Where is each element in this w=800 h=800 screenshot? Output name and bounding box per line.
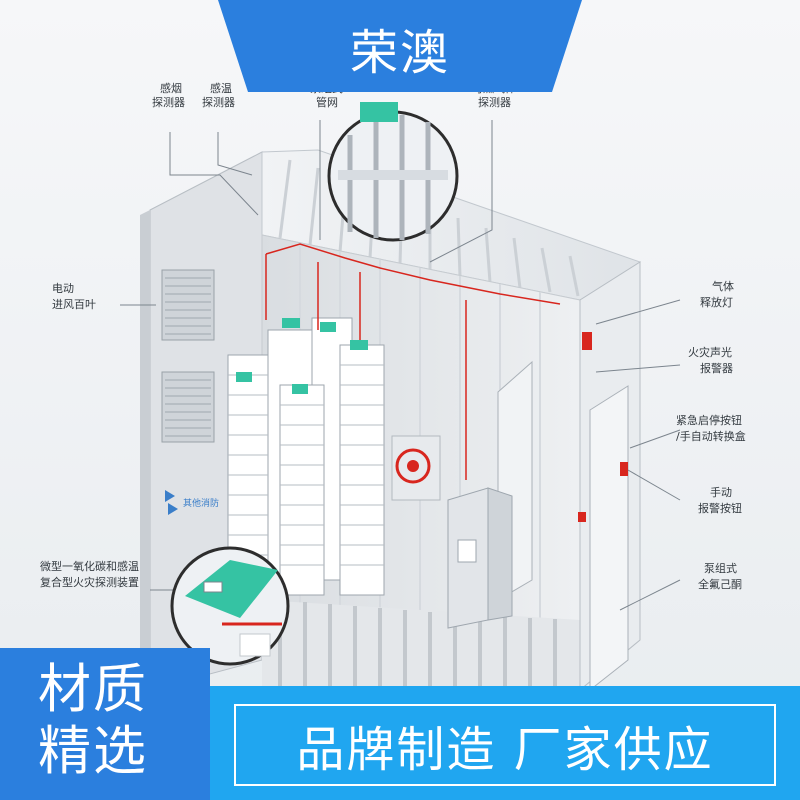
- callout-release-lamp-1: 气体: [712, 279, 734, 293]
- zoom-detail-bottom: [170, 546, 290, 666]
- zoom-detail-top: [327, 102, 459, 242]
- badge-line-1: 材质: [38, 659, 148, 720]
- callout-co-2: 复合型火灾探测装置: [40, 575, 139, 589]
- callout-emergency-2: /手自动转换盒: [676, 429, 746, 443]
- callout-agent-1: 泵组式: [704, 561, 737, 575]
- container-right-wall: [578, 261, 641, 692]
- callout-gas-2: 探测器: [478, 96, 511, 109]
- callout-temp-1: 感温: [210, 82, 232, 95]
- callout-alarm-1: 火灾声光: [688, 345, 732, 359]
- slogan-text: 品牌制造 厂家供应: [296, 722, 714, 778]
- slogan-frame: [234, 704, 776, 786]
- logo-text: 其他消防: [183, 497, 219, 509]
- battery-racks: [227, 317, 385, 596]
- callout-smoke-2: 探测器: [152, 96, 185, 109]
- quality-badge: 材质 精选: [0, 648, 210, 800]
- callout-pipe-2: 管网: [316, 95, 338, 109]
- slogan-banner: 品牌制造 厂家供应: [210, 686, 800, 800]
- pipe-network: [265, 243, 561, 480]
- badge-line-2: 精选: [38, 721, 148, 782]
- callout-temp-2: 探测器: [202, 96, 235, 109]
- brand-title: 荣澳: [349, 25, 450, 81]
- callout-emergency-1: 紧急启停按钮: [676, 413, 742, 427]
- callout-manual-1: 手动: [710, 485, 732, 499]
- callout-smoke-1: 感烟: [160, 81, 182, 95]
- callout-co-1: 微型一氧化碳和感温: [40, 559, 139, 573]
- callout-release-lamp-2: 释放灯: [700, 295, 733, 309]
- top-banner-shape: [218, 0, 582, 92]
- callout-louver-2: 进风百叶: [52, 298, 96, 311]
- control-cabinet: [447, 487, 513, 629]
- exhaust-fan: [391, 435, 441, 501]
- callout-agent-2: 全氟己酮: [698, 577, 742, 591]
- callout-alarm-2: 报警器: [700, 361, 733, 375]
- callout-manual-2: 报警按钮: [698, 501, 742, 515]
- callout-louver-1: 电动: [52, 282, 74, 295]
